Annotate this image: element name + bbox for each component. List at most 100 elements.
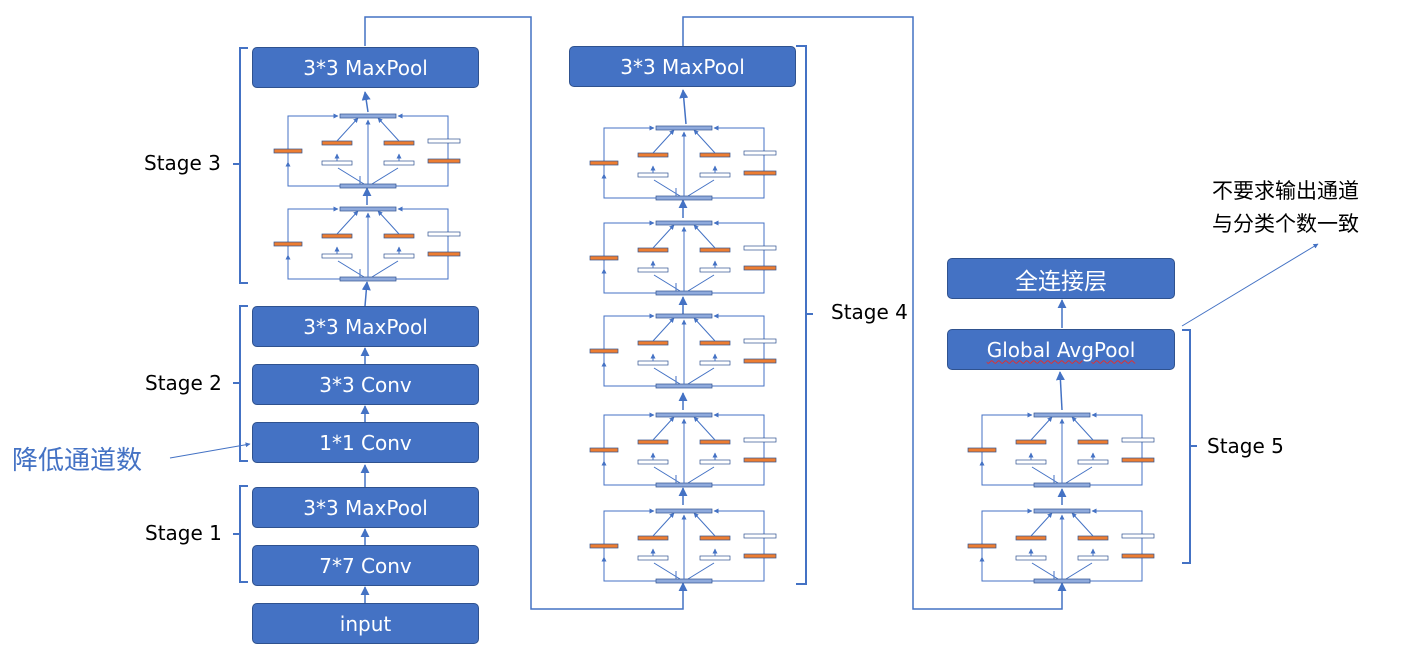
- inception-module: [589, 313, 777, 389]
- reduce-bar: [699, 172, 731, 178]
- reduce-bar: [1015, 555, 1047, 561]
- stage4-label: Stage 4: [831, 300, 908, 324]
- conv3x3-bar: [1015, 535, 1047, 541]
- conv3x3-bar: [637, 340, 669, 346]
- inception-module: [967, 508, 1155, 584]
- concat-bar: [1033, 508, 1091, 514]
- conv5x5-bar: [699, 340, 731, 346]
- pool-bar: [743, 338, 777, 344]
- conv1x1-bar: [273, 241, 303, 247]
- conv1x1-bar: [967, 447, 997, 453]
- input-bar: [339, 183, 397, 189]
- conv5x5-bar: [699, 152, 731, 158]
- conv5x5-bar: [1077, 439, 1109, 445]
- inception-module: [589, 412, 777, 488]
- pool-proj-bar: [743, 457, 777, 463]
- annotation-arrows: [169, 243, 1319, 459]
- input-bar: [655, 578, 713, 584]
- reduce-bar: [699, 267, 731, 273]
- pool-bar: [743, 150, 777, 156]
- conv5x5-bar: [1077, 535, 1109, 541]
- reduce-bar: [699, 555, 731, 561]
- output-note-line1: 不要求输出通道: [1212, 179, 1359, 203]
- pool-bar: [1121, 437, 1155, 443]
- pool-proj-bar: [743, 170, 777, 176]
- reduce-bar: [699, 360, 731, 366]
- inception-module: [589, 220, 777, 296]
- reduce-bar: [637, 555, 669, 561]
- concat-bar: [655, 313, 713, 319]
- conv5x5-bar: [699, 535, 731, 541]
- stage3-maxpool-box: 3*3 MaxPool: [252, 47, 479, 88]
- stage2-maxpool-box: 3*3 MaxPool: [252, 306, 479, 347]
- conv3x3-bar: [637, 247, 669, 253]
- stage2-label: Stage 2: [145, 371, 222, 395]
- concat-bar: [339, 206, 397, 212]
- conv5x5-bar: [699, 439, 731, 445]
- input-bar: [655, 195, 713, 201]
- pool-bar: [743, 245, 777, 251]
- pool-proj-bar: [1121, 457, 1155, 463]
- reduce-bar: [1077, 459, 1109, 465]
- conv3x3-bar: [637, 535, 669, 541]
- concat-bar: [1033, 412, 1091, 418]
- reduce-bar: [637, 172, 669, 178]
- concat-bar: [655, 508, 713, 514]
- conv1x1-bar: [589, 348, 619, 354]
- stage1-label: Stage 1: [145, 521, 222, 545]
- pool-proj-bar: [743, 358, 777, 364]
- input-box: input: [252, 603, 479, 644]
- reduce-bar: [1077, 555, 1109, 561]
- fc-layer-box: 全连接层: [947, 258, 1175, 299]
- stage1-maxpool-box: 3*3 MaxPool: [252, 487, 479, 528]
- input-bar: [339, 276, 397, 282]
- output-note-line2: 与分类个数一致: [1212, 212, 1359, 236]
- inception-module: [273, 206, 461, 282]
- inception-module: [589, 125, 777, 201]
- stage5-label: Stage 5: [1207, 434, 1284, 458]
- conv1x1-bar: [273, 148, 303, 154]
- pool-proj-bar: [743, 553, 777, 559]
- concat-bar: [655, 412, 713, 418]
- conv1-box: 1*1 Conv: [252, 422, 479, 463]
- concat-bar: [655, 220, 713, 226]
- stage-brackets: [233, 45, 1197, 585]
- input-bar: [1033, 578, 1091, 584]
- reduce-bar: [321, 253, 353, 259]
- conv3x3-bar: [637, 152, 669, 158]
- conv1x1-bar: [589, 255, 619, 261]
- stage4-maxpool-box: 3*3 MaxPool: [569, 46, 796, 87]
- reduce-bar: [699, 459, 731, 465]
- reduce-bar: [383, 160, 415, 166]
- global-avgpool-box: Global AvgPool: [947, 329, 1175, 370]
- pool-proj-bar: [427, 158, 461, 164]
- concat-bar: [339, 113, 397, 119]
- reduce-bar: [383, 253, 415, 259]
- conv3x3-bar: [1015, 439, 1047, 445]
- pool-proj-bar: [743, 265, 777, 271]
- pool-bar: [743, 437, 777, 443]
- conv5x5-bar: [699, 247, 731, 253]
- stage3-label: Stage 3: [144, 151, 221, 175]
- reduce-bar: [1015, 459, 1047, 465]
- conv3x3-bar: [321, 233, 353, 239]
- inception-blocks: [273, 113, 1155, 584]
- pool-proj-bar: [427, 251, 461, 257]
- conv1x1-bar: [589, 160, 619, 166]
- input-bar: [655, 383, 713, 389]
- inception-module: [273, 113, 461, 189]
- column-links: [364, 16, 1067, 610]
- concat-bar: [655, 125, 713, 131]
- conv1x1-bar: [589, 543, 619, 549]
- conv1x1-bar: [967, 543, 997, 549]
- pool-bar: [427, 138, 461, 144]
- reduce-bar: [637, 459, 669, 465]
- conv5x5-bar: [383, 140, 415, 146]
- inception-module: [967, 412, 1155, 488]
- conv3x3-bar: [321, 140, 353, 146]
- column1-connectors: [360, 91, 372, 603]
- conv7-box: 7*7 Conv: [252, 545, 479, 586]
- global-avgpool-label: Global AvgPool: [986, 337, 1136, 362]
- pool-bar: [1121, 533, 1155, 539]
